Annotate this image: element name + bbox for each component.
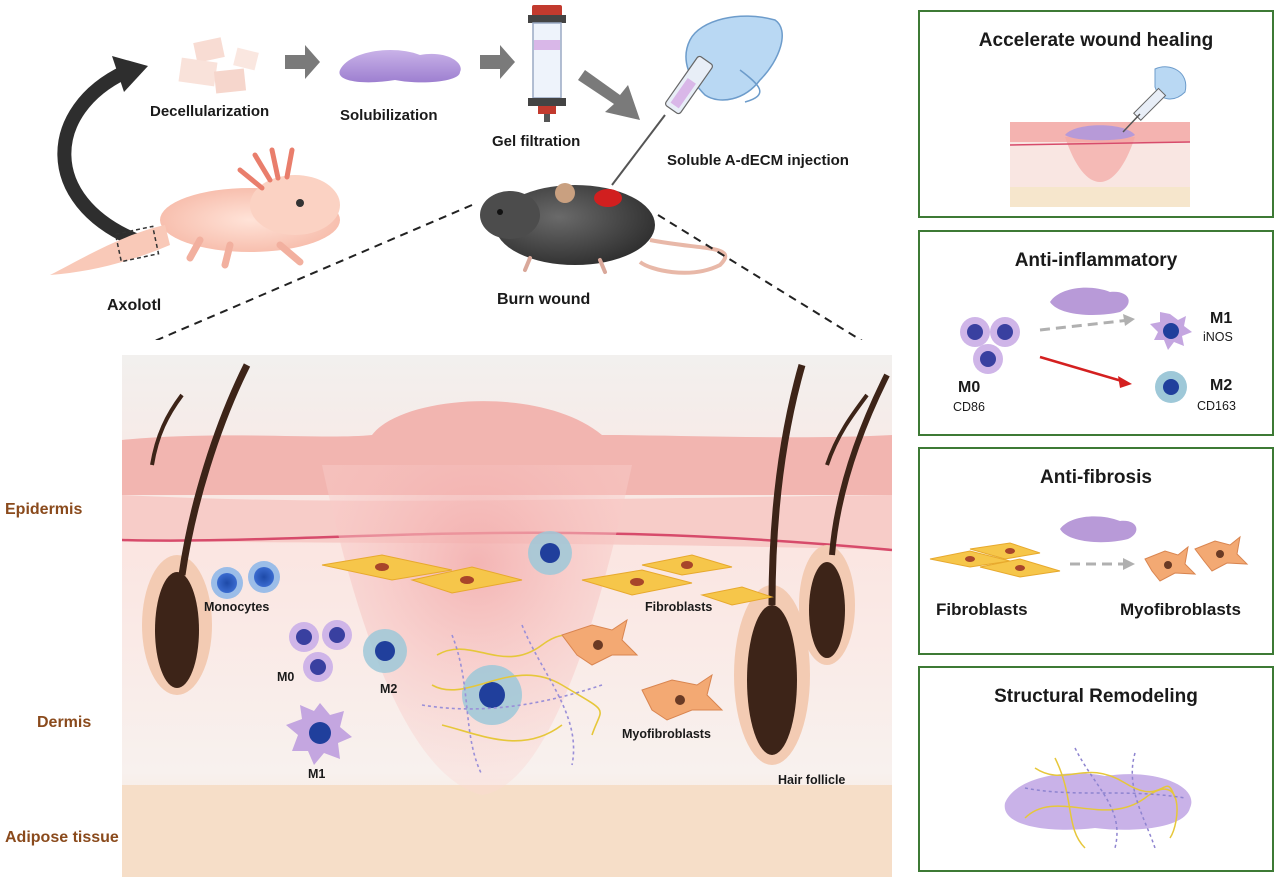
gloved-hand-syringe: [611, 15, 783, 186]
adipose-label: Adipose tissue: [5, 829, 119, 846]
burn-wound-label: Burn wound: [497, 291, 591, 308]
gel-filtration-label: Gel filtration: [492, 133, 581, 150]
skin-cross-section: [122, 355, 892, 877]
panel-myofibroblasts-label: Myofibroblasts: [1120, 600, 1241, 619]
hair-follicle-left: [142, 363, 251, 695]
ecm-blob: [339, 50, 461, 83]
wound-healing-illustration: [1009, 66, 1191, 207]
panel-anti-inflammatory-title: Anti-inflammatory: [1014, 250, 1178, 271]
panel-m2-label: M2: [1210, 377, 1233, 394]
panel-anti-fibrosis-title: Anti-fibrosis: [1040, 467, 1152, 488]
myofibroblasts-label: Myofibroblasts: [622, 727, 711, 741]
panel-fibroblasts-label: Fibroblasts: [936, 600, 1028, 619]
panel-wound-healing: Accelerate wound healing: [918, 10, 1274, 218]
monocyte-cells: [211, 561, 280, 599]
m1-cell: [286, 703, 352, 765]
panel-structural-remodeling: Structural Remodeling: [918, 666, 1274, 872]
zoom-line-left: [154, 204, 473, 340]
arrow-2: [480, 45, 515, 79]
panel-cd163-label: CD163: [1197, 399, 1236, 413]
m2-label: M2: [380, 682, 398, 696]
arrow-1: [285, 45, 320, 79]
hair-follicle-right-2: [799, 373, 890, 665]
structural-remodeling-illustration: [1004, 747, 1192, 849]
panel-inos-label: iNOS: [1203, 330, 1233, 344]
workflow-illustration: [50, 5, 863, 340]
gel-column: [528, 5, 566, 122]
injection-label: Soluble A-dECM injection: [667, 152, 849, 169]
anti-inflammatory-illustration: [960, 287, 1192, 403]
monocytes-label: Monocytes: [204, 600, 270, 614]
decellularization-label: Decellularization: [150, 103, 270, 120]
tissue-fragments: [178, 37, 259, 94]
solubilization-label: Solubilization: [340, 107, 438, 124]
mouse-illustration: [480, 183, 728, 275]
panel-structural-remodeling-title: Structural Remodeling: [994, 686, 1198, 707]
fibroblasts-label: Fibroblasts: [645, 600, 713, 614]
curved-arrow-head: [112, 56, 148, 92]
m0-label: M0: [277, 670, 295, 684]
panel-cd86-label: CD86: [953, 400, 985, 414]
m0-cells: [289, 620, 352, 682]
panel-wound-healing-title: Accelerate wound healing: [978, 30, 1214, 51]
m1-label: M1: [308, 767, 326, 781]
axolotl-illustration: [50, 147, 340, 275]
panel-anti-inflammatory: Anti-inflammatory M0 CD86 M1 iNOS M2 CD1…: [918, 230, 1274, 436]
zoom-line-right: [657, 214, 863, 340]
anti-fibrosis-illustration: [929, 516, 1249, 582]
curved-arrow: [57, 65, 138, 247]
panel-m0-label: M0: [958, 379, 981, 396]
dermis-label: Dermis: [37, 714, 92, 731]
epidermis-label: Epidermis: [5, 501, 83, 518]
dashed-arrow-m1: [1039, 318, 1131, 332]
panel-m1-label: M1: [1210, 310, 1233, 327]
hair-follicle-label: Hair follicle: [778, 773, 846, 787]
axolotl-label: Axolotl: [107, 297, 162, 314]
m2-cells: [363, 531, 572, 725]
panel-anti-fibrosis: Anti-fibrosis Fibroblasts Myofibroblasts: [918, 447, 1274, 655]
arrow-3: [578, 70, 640, 120]
red-arrow-m2: [1039, 355, 1126, 384]
hair-follicle-right-1: [734, 364, 810, 765]
